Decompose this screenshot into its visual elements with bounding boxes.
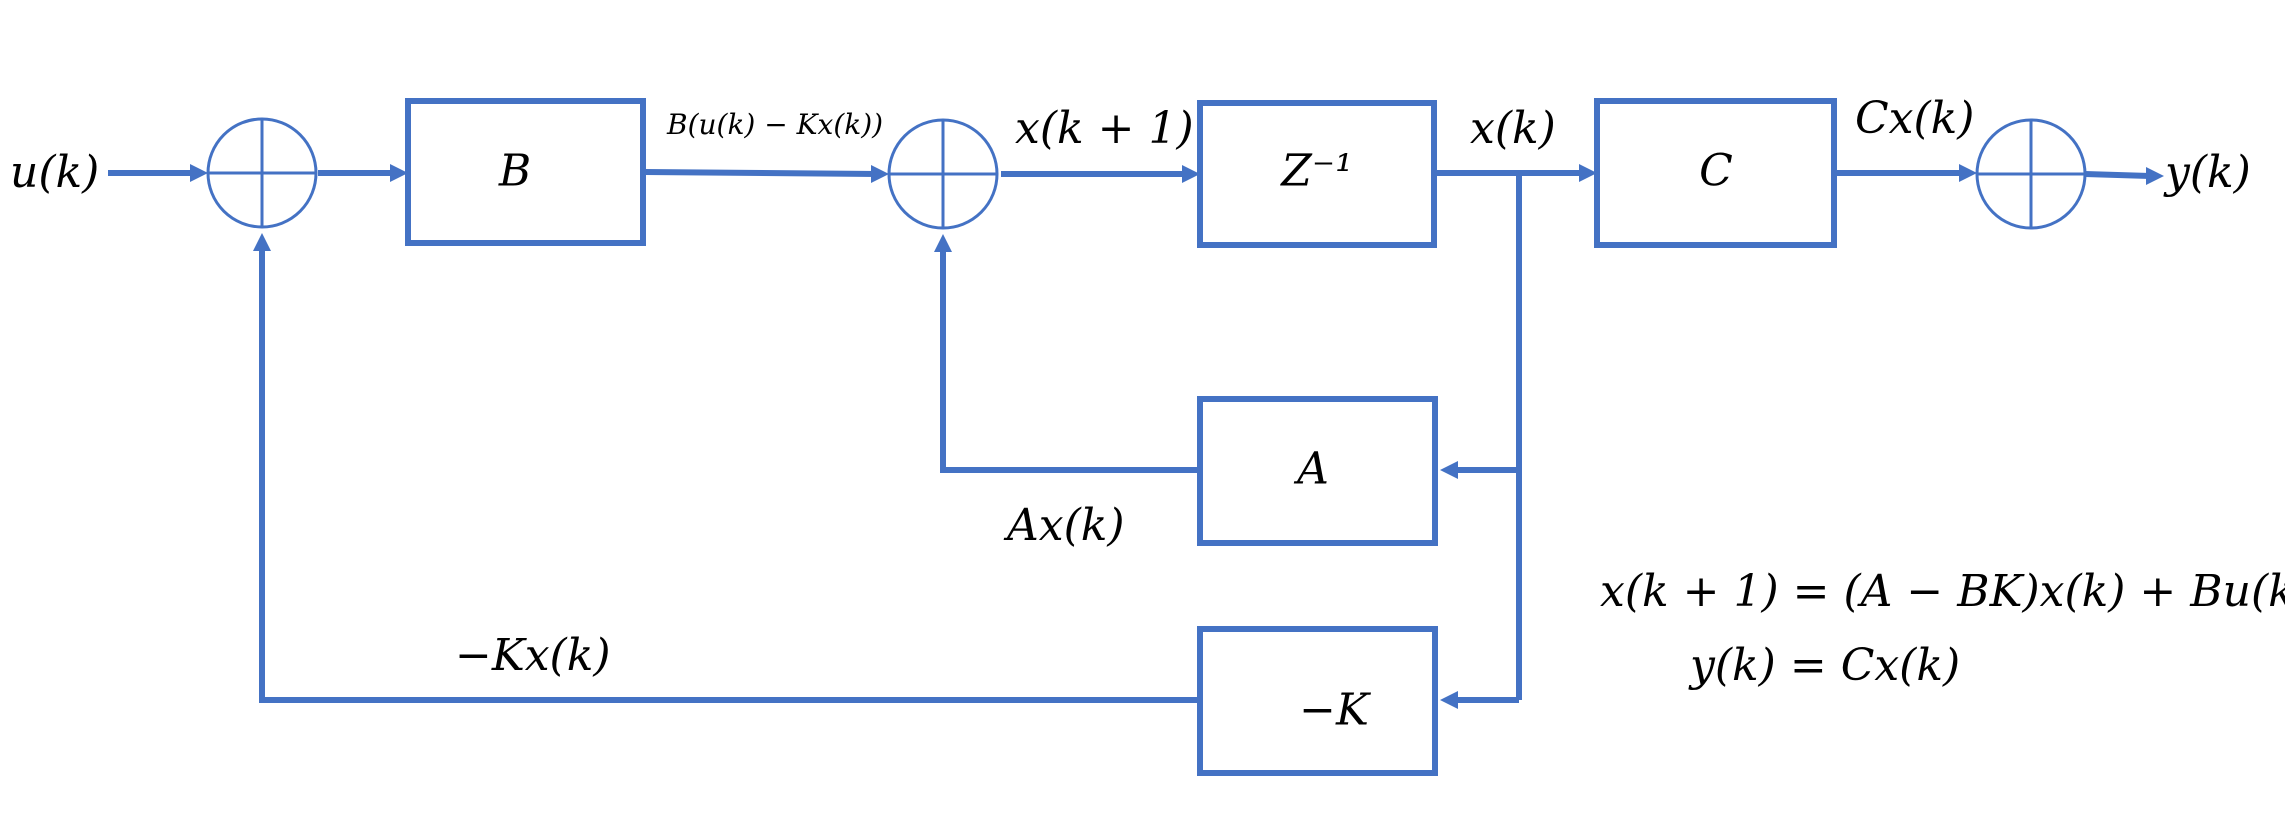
arrowhead-delay-input bbox=[1182, 165, 1200, 183]
signal-state-label: x(k) bbox=[1470, 103, 1556, 154]
signal-output-label: y(k) bbox=[2163, 147, 2251, 198]
signal-input-label: u(k) bbox=[10, 147, 99, 198]
summing-junction-3 bbox=[1975, 118, 2087, 230]
line-sum3-to-output bbox=[2084, 171, 2151, 179]
arrowhead-sum1-input bbox=[190, 164, 208, 182]
block-delay-label: Z⁻¹ bbox=[1279, 146, 1352, 197]
block-gain bbox=[1197, 626, 1438, 776]
signal-b-output-label: B(u(k) − Kx(k)) bbox=[666, 108, 883, 141]
arrowhead-b-input bbox=[390, 164, 408, 182]
arrowhead-output bbox=[2146, 167, 2164, 185]
block-b-label: B bbox=[498, 146, 531, 197]
signal-a-output-label: Ax(k) bbox=[1003, 500, 1125, 551]
line-gain-to-sum1 bbox=[259, 247, 1200, 703]
summing-junction-1 bbox=[206, 117, 318, 229]
block-delay bbox=[1197, 100, 1437, 248]
summing-junction-2 bbox=[887, 118, 999, 230]
signal-c-output-label: Cx(k) bbox=[1855, 93, 1974, 144]
line-a-to-sum2 bbox=[940, 248, 1200, 473]
state-equation: x(k + 1) = (A − BK)x(k) + Bu(k) bbox=[1600, 566, 2285, 617]
arrowhead-c-input bbox=[1579, 164, 1597, 182]
arrowhead-sum3-input bbox=[1959, 164, 1977, 182]
arrowhead-gain-input bbox=[1440, 691, 1458, 709]
block-gain-label: −K bbox=[1299, 685, 1371, 736]
signal-gain-output-label: −Kx(k) bbox=[455, 630, 611, 681]
block-a bbox=[1197, 396, 1438, 546]
block-c bbox=[1594, 98, 1837, 248]
arrowhead-sum1-feedback bbox=[253, 233, 271, 251]
line-b-to-sum2 bbox=[644, 169, 878, 177]
arrowhead-a-input bbox=[1440, 461, 1458, 479]
block-a-label: A bbox=[1293, 444, 1329, 495]
arrowhead-sum2-input bbox=[871, 165, 889, 183]
signal-next-state-label: x(k + 1) bbox=[1015, 103, 1194, 154]
block-c-label: C bbox=[1699, 146, 1733, 197]
output-equation: y(k) = Cx(k) bbox=[1688, 640, 1960, 691]
arrowhead-sum2-feedback bbox=[934, 234, 952, 252]
block-b bbox=[405, 98, 646, 246]
